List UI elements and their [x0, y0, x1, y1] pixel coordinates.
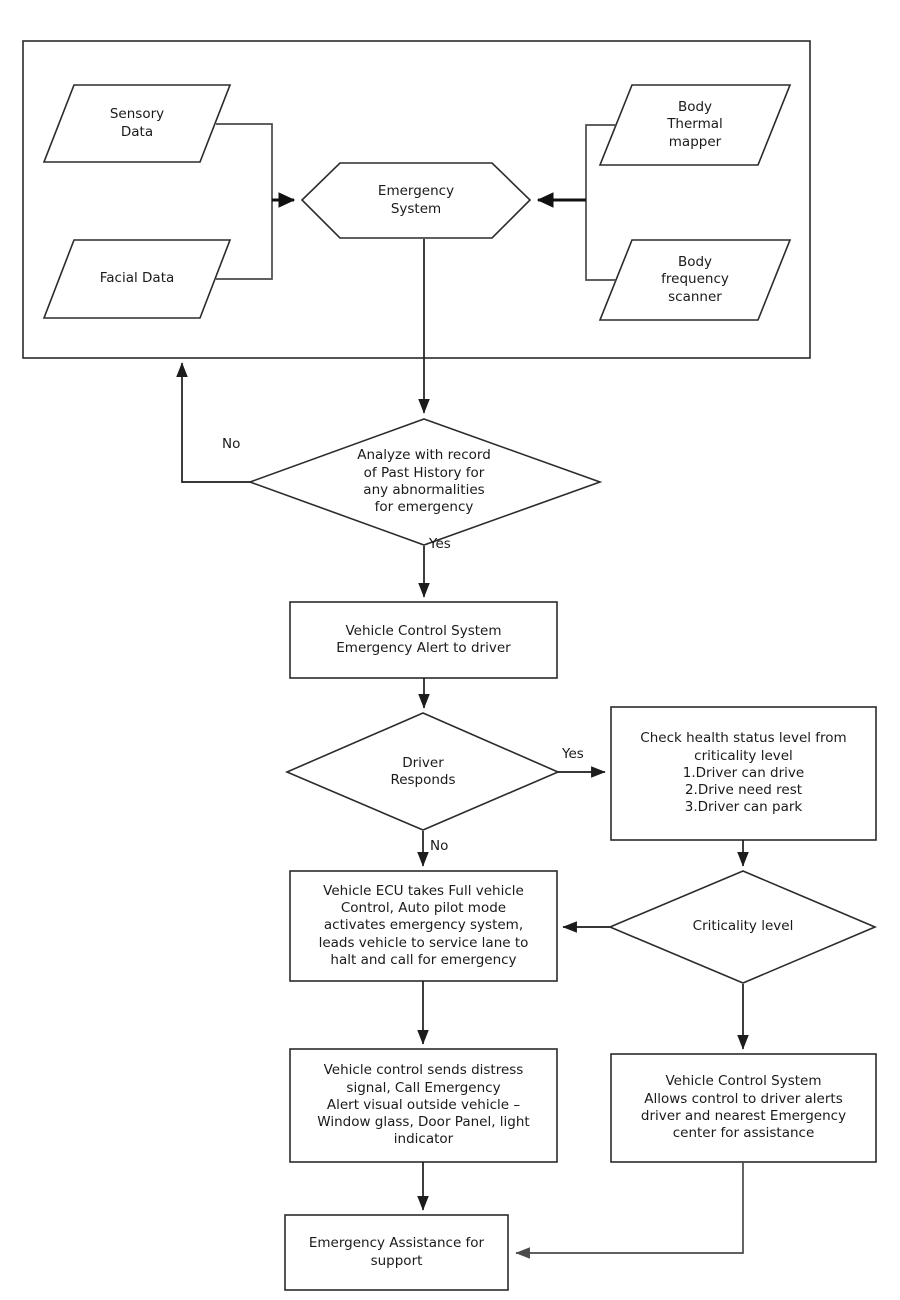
connector-allows-to-assistance [515, 1162, 744, 1259]
shape-analyze-history [247, 418, 603, 546]
shape-emergency-system [300, 162, 532, 239]
edge-label-driver-yes: Yes [562, 746, 584, 762]
shape-vehicle-control-alert [289, 601, 558, 679]
shape-check-health-status [610, 706, 877, 841]
shape-sensory-data [42, 84, 232, 163]
sensor-group-container [22, 40, 811, 359]
shape-body-thermal-mapper [598, 84, 792, 166]
shape-distress-signal [289, 1048, 558, 1163]
connector-analyze-no-feedback [176, 362, 250, 483]
edge-label-analyze-yes: Yes [429, 536, 451, 552]
shape-criticality-level [607, 870, 878, 984]
edge-label-driver-no: No [430, 838, 449, 854]
shape-vehicle-ecu-control [289, 870, 558, 982]
shape-driver-responds [284, 712, 561, 831]
shape-facial-data [42, 239, 232, 319]
edge-label-analyze-no: No [222, 436, 241, 452]
shape-vehicle-control-allows [610, 1053, 877, 1163]
connector-right-merge [585, 124, 616, 281]
shape-body-frequency-scanner [598, 239, 792, 321]
shape-emergency-assistance [284, 1214, 509, 1291]
